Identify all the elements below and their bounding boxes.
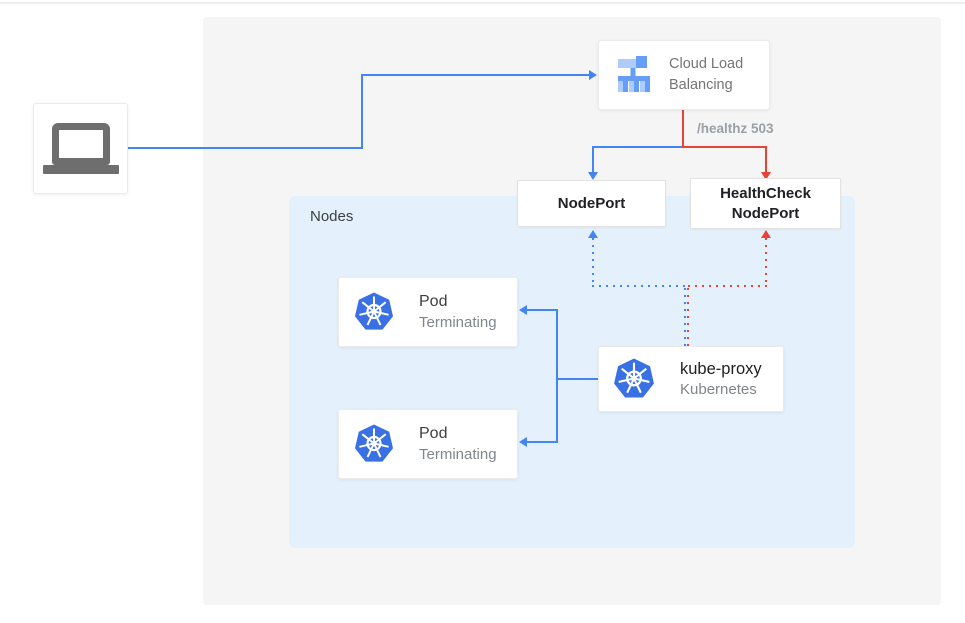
edge-client-to-lb-v: [361, 74, 363, 149]
arrowhead-into-nodeport: [588, 172, 598, 180]
edge-client-to-lb-h1: [127, 147, 363, 149]
edge-kubeproxy-dotted-blue-v: [684, 288, 686, 346]
kube-proxy-title: kube-proxy: [680, 360, 762, 378]
kube-proxy-node: kube-proxy Kubernetes: [598, 346, 784, 412]
laptop-base: [42, 165, 119, 174]
pod2-status: Terminating: [419, 446, 497, 463]
healthz-status-label: /healthz 503: [697, 121, 774, 136]
cloud-load-balancing-node: Cloud Load Balancing: [598, 40, 770, 110]
nodeport-label: NodePort: [557, 194, 626, 212]
edge-branch-blue-h: [592, 146, 684, 148]
cloud-lb-label: Cloud Load Balancing: [669, 54, 743, 96]
edge-dotted-blue-up: [592, 238, 594, 286]
pod1-status: Terminating: [419, 314, 497, 331]
edge-kubeproxy-to-split: [556, 378, 598, 380]
kubernetes-icon: [614, 358, 654, 398]
edge-dotted-blue-h: [592, 285, 688, 287]
laptop-screen: [51, 123, 110, 165]
arrowhead-dotted-into-healthcheck: [761, 230, 771, 238]
kube-proxy-subtitle: Kubernetes: [680, 381, 757, 398]
top-divider: [0, 2, 965, 4]
edge-to-pod2-h: [526, 441, 558, 443]
laptop-icon: [42, 123, 119, 174]
load-balancer-icon: [618, 56, 650, 92]
pod2-node: Pod Terminating: [338, 409, 518, 479]
nodes-container-label: Nodes: [310, 208, 354, 225]
edge-branch-blue-v: [592, 146, 594, 173]
arrowhead-dotted-into-nodeport: [588, 230, 598, 238]
edge-branch-red-v: [765, 146, 767, 173]
pod1-node: Pod Terminating: [338, 277, 518, 347]
nodeport-node: NodePort: [517, 180, 666, 227]
arrowhead-into-lb: [589, 70, 597, 80]
kubernetes-icon: [355, 292, 393, 330]
edge-to-pod1-h: [526, 309, 558, 311]
pod2-title: Pod: [419, 425, 448, 442]
arrowhead-into-pod1: [519, 305, 527, 315]
client-laptop-node: [33, 103, 128, 194]
arrowhead-into-healthcheck: [761, 172, 771, 180]
cloud-lb-label-line1: Cloud Load: [669, 56, 744, 72]
arrowhead-into-pod2: [519, 437, 527, 447]
edge-dotted-red-up: [765, 238, 767, 286]
edge-dotted-red-h: [688, 285, 767, 287]
edge-kubeproxy-dotted-red-v: [687, 288, 689, 346]
healthcheck-nodeport-node: HealthCheck NodePort: [690, 178, 841, 229]
healthcheck-label-line1: HealthCheck: [720, 185, 811, 202]
pod1-title: Pod: [419, 293, 448, 310]
edge-client-to-lb-h2: [361, 74, 590, 76]
edge-pods-split-v: [556, 309, 558, 443]
kubernetes-icon: [355, 424, 393, 462]
healthcheck-label-line2: NodePort: [731, 204, 800, 222]
cloud-lb-label-line2: Balancing: [669, 77, 733, 93]
edge-branch-red-h: [682, 146, 767, 148]
edge-lb-down-red-v: [682, 110, 684, 148]
